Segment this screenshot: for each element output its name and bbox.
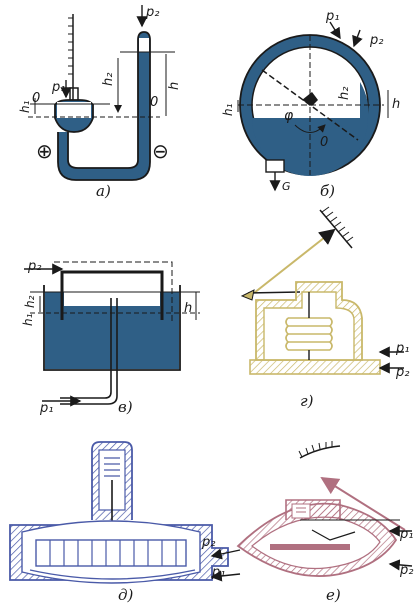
panel-a-zero-left: 0 (32, 91, 40, 106)
panel-g: p₁ p₂ г) (240, 206, 409, 410)
panel-a-h1-label: h₁ (18, 100, 32, 113)
panel-a-p1-label: p₁ (51, 80, 65, 95)
panel-a: p₁ p₂ h₂ h h₁ 0 0 ⊕ ⊖ а) (18, 5, 182, 200)
panel-g-p1-label: p₁ (395, 341, 409, 356)
panel-b: p₁ p₂ h h₁ h₂ φ 0 G б) (221, 9, 400, 200)
panel-e-p1-label: p₁ (399, 527, 413, 542)
panel-e-caption: е) (326, 586, 341, 604)
panel-b-phi-label: φ (284, 108, 294, 124)
panel-v-h1-label: h₁ (21, 313, 35, 326)
panel-a-h-label: h (167, 82, 182, 90)
panel-v-h-label: h (184, 301, 192, 316)
panel-b-zero-label: 0 (320, 135, 328, 150)
panel-e: p₁ p₂ е) (236, 441, 413, 604)
panel-d-caption: д) (118, 586, 134, 604)
panel-v: p₂ p₁ h h₂ h₁ в) (21, 259, 200, 416)
panel-g-p2-label: p₂ (395, 365, 409, 380)
panel-d-p1-label: p₁ (211, 565, 225, 580)
panel-b-h1-label: h₁ (221, 103, 235, 116)
panel-b-h-label: h (392, 97, 400, 112)
plus-sign-icon: ⊕ (36, 139, 53, 163)
panel-b-h2-label: h₂ (337, 87, 352, 100)
panel-e-p2-label: p₂ (399, 563, 413, 578)
panel-d: p₂ p₁ д) (9, 441, 241, 604)
panel-g-caption: г) (300, 392, 314, 410)
panel-b-p1-label: p₁ (325, 9, 339, 24)
minus-sign-icon: ⊖ (152, 139, 169, 163)
panel-d-p2-label: p₂ (201, 535, 215, 550)
panel-v-caption: в) (118, 398, 133, 416)
panel-a-caption: а) (96, 182, 111, 200)
panel-b-caption: б) (320, 182, 335, 200)
panel-v-h2-label: h₂ (23, 295, 37, 308)
panel-v-p1-label: p₁ (39, 401, 53, 416)
panel-b-weight-label: G (282, 180, 291, 193)
panel-v-p2-label: p₂ (27, 259, 41, 274)
panel-a-h2-label: h₂ (101, 73, 116, 86)
panel-a-zero-right: 0 (150, 95, 158, 110)
panel-a-p2-label: p₂ (145, 5, 159, 20)
panel-b-p2-label: p₂ (369, 33, 383, 48)
